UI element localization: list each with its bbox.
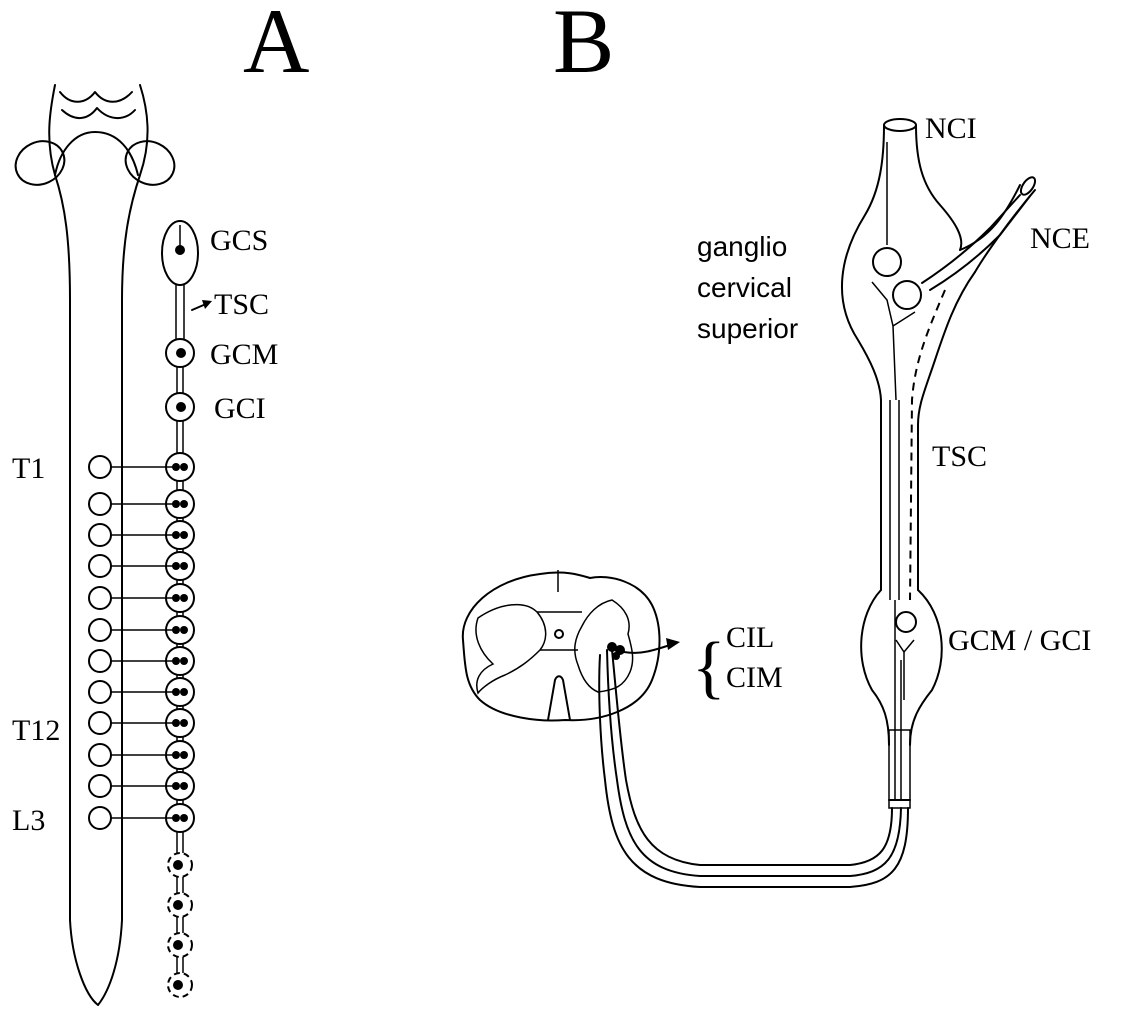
nci-nerve-end xyxy=(884,119,916,131)
ganglion-neuron xyxy=(180,531,188,539)
ganglion-neuron xyxy=(180,562,188,570)
label-tsc-b: TSC xyxy=(932,440,987,473)
scg-neuron-2 xyxy=(893,281,921,309)
spinal-segment-neuron xyxy=(89,807,111,829)
ganglion-neuron xyxy=(172,500,180,508)
ganglion-neuron xyxy=(172,751,180,759)
spinal-segment-neuron xyxy=(89,619,111,641)
panel-a-letter: A xyxy=(243,0,309,92)
ganglion-neuron xyxy=(173,860,183,870)
ganglion-neuron xyxy=(180,719,188,727)
label-brace: { xyxy=(692,629,726,706)
spinal-segment-neuron xyxy=(89,555,111,577)
ganglion-neuron xyxy=(180,751,188,759)
scg-neuron-1 xyxy=(873,248,901,276)
label-ganglion-line1: ganglio xyxy=(697,231,787,262)
label-tsc-a: TSC xyxy=(214,288,269,321)
panel-a: A GCS TSC GCM GCI T1 xyxy=(8,0,309,1005)
right-lobe xyxy=(118,133,181,192)
spinal-cord-section xyxy=(463,570,680,720)
left-lobe xyxy=(8,133,71,192)
ganglion-neuron xyxy=(173,900,183,910)
ganglion-neuron xyxy=(173,980,183,990)
ganglion-neuron xyxy=(172,531,180,539)
label-nce: NCE xyxy=(1030,222,1090,255)
spinal-segment-neuron xyxy=(89,524,111,546)
label-cil: CIL xyxy=(726,621,774,654)
label-t12: T12 xyxy=(12,714,60,747)
ganglion-neuron xyxy=(173,940,183,950)
ganglion-neuron xyxy=(172,814,180,822)
ganglion-neuron xyxy=(180,463,188,471)
ganglion-neuron xyxy=(180,626,188,634)
spinal-segment-neuron xyxy=(89,650,111,672)
nce-nerve-end xyxy=(1018,175,1038,197)
label-gcs: GCS xyxy=(210,224,268,257)
ganglion-neuron xyxy=(176,402,186,412)
spinal-segment-neuron xyxy=(89,587,111,609)
gcs-neuron xyxy=(175,245,185,255)
spinal-segment-neuron xyxy=(89,456,111,478)
label-nci: NCI xyxy=(925,112,977,145)
ganglion-neuron xyxy=(180,594,188,602)
label-cim: CIM xyxy=(726,661,783,694)
ganglion-neuron xyxy=(172,782,180,790)
ganglion-neuron xyxy=(172,657,180,665)
ganglion-neuron xyxy=(180,814,188,822)
preganglionic-neuron-3 xyxy=(612,652,620,660)
gcm-gci-neuron xyxy=(896,612,916,632)
label-l3: L3 xyxy=(12,804,45,837)
ganglion-neuron xyxy=(176,348,186,358)
sympathetic-chain xyxy=(89,221,212,997)
ganglion-neuron xyxy=(172,688,180,696)
spinal-segment-neuron xyxy=(89,775,111,797)
label-gcm-a: GCM xyxy=(210,338,278,371)
label-ganglion-line3: superior xyxy=(697,313,798,344)
label-gci-a: GCI xyxy=(214,392,266,425)
label-t1: T1 xyxy=(12,452,45,485)
panel-b: B xyxy=(463,0,1092,887)
ganglion-neuron xyxy=(180,500,188,508)
middle-inferior-ganglion xyxy=(861,590,942,808)
label-gcm-gci: GCM / GCI xyxy=(948,624,1091,657)
ganglion-neuron xyxy=(172,463,180,471)
label-ganglion-line2: cervical xyxy=(697,272,792,303)
ganglion-neuron xyxy=(180,782,188,790)
ganglion-neuron xyxy=(172,626,180,634)
white-ramus xyxy=(889,730,910,808)
spinal-segment-neuron xyxy=(89,712,111,734)
panel-b-letter: B xyxy=(553,0,614,92)
spinal-segment-neuron xyxy=(89,744,111,766)
ganglion-neuron xyxy=(172,562,180,570)
superior-cervical-ganglion xyxy=(842,119,1038,600)
central-canal xyxy=(555,630,563,638)
ganglion-neuron xyxy=(180,688,188,696)
ganglion-neuron xyxy=(180,657,188,665)
spinal-segment-neuron xyxy=(89,493,111,515)
ganglion-neuron xyxy=(172,719,180,727)
spinal-segment-neuron xyxy=(89,681,111,703)
ganglion-neuron xyxy=(172,594,180,602)
